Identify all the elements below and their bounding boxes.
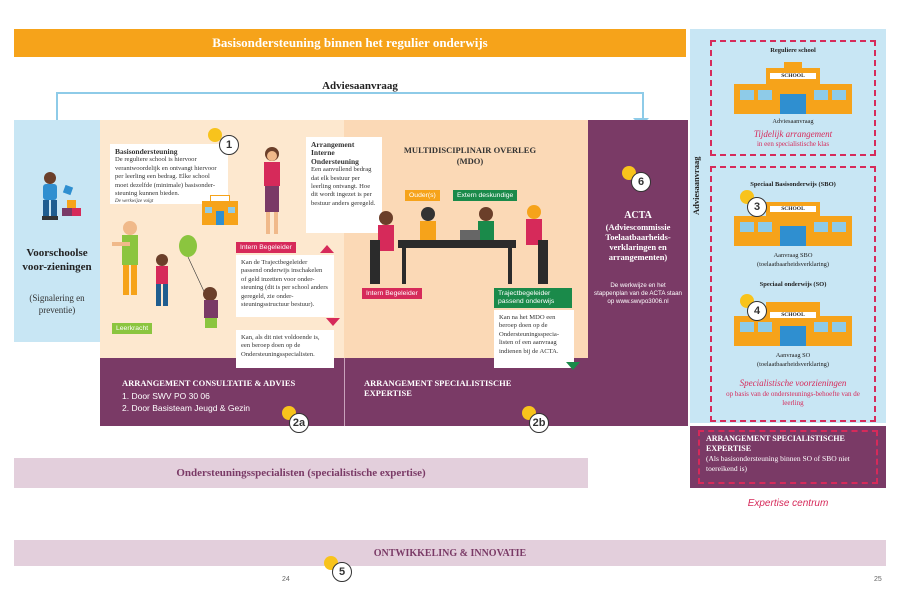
tag-extern: Extern deskundige <box>453 190 518 201</box>
voorschoolse-title: Voorschoolse voor-zieningen <box>22 247 92 273</box>
band-left-item-2: 2. Door Basisteam Jeugd & Gezin <box>122 403 251 413</box>
school-building-icon <box>202 195 238 225</box>
school-sign-regular: SCHOOL <box>770 73 816 79</box>
school-sign-sbo: SCHOOL <box>770 206 816 212</box>
tijdelijk-arrangement: Tijdelijk arrangement <box>753 129 833 139</box>
tag-trajectbegeleider: Trajectbegeleider passend onderwijs <box>494 288 572 308</box>
expertise-title: ARRANGEMENT SPECIALISTISCHE EXPERTISE <box>706 434 845 453</box>
expertise-box <box>690 426 886 488</box>
teacher-children-illustration <box>112 221 218 328</box>
tag-intern-begeleider-2: Intern Begeleider <box>362 288 422 299</box>
page-number-right: 25 <box>874 576 882 583</box>
specialist-school-box <box>710 166 876 422</box>
arrangement-interne-box: Arrangement Interne Ondersteuning Een aa… <box>306 137 382 233</box>
acta-title: ACTA (Adviescommissie Toelaatbaarheids-v… <box>588 210 688 262</box>
specialistische-voorzieningen-sub: op basis van de ondersteunings-behoefte … <box>726 390 860 407</box>
number-4-badge: 4 <box>747 301 767 321</box>
voorschoolse-subtitle: (Signalering en preventie) <box>29 293 85 315</box>
mdo-box: Kan na het MDO een beroep doen op de Ond… <box>494 310 574 368</box>
number-6-badge: 6 <box>631 172 651 192</box>
acta-subtitle: (Adviescommissie Toelaatbaarheids-verkla… <box>605 222 671 262</box>
so-sub-1: Aanvraag SO <box>775 352 811 359</box>
basisondersteuning-note: De werkwijze volgt <box>115 199 154 205</box>
sbo-title: Speciaal Basisonderwijs (SBO) <box>750 181 836 188</box>
voorschoolse-column <box>14 120 100 342</box>
mdo-meeting-illustration <box>370 205 548 284</box>
arrangement-interne-text: Een aanvullend bedrag dat elk bestuur pe… <box>311 166 376 207</box>
number-2a-badge: 2a <box>289 413 309 433</box>
expertise-dashed-box <box>698 430 878 484</box>
ontwikkeling-innovatie-bar: ONTWIKKELING & INNOVATIE <box>14 540 886 566</box>
band-divider <box>344 358 345 426</box>
acta-title-text: ACTA <box>624 210 652 221</box>
sbo-sub-2: (toelaatbaarheidsverklaring) <box>756 261 830 268</box>
number-2b-badge: 2b <box>529 413 549 433</box>
expertise-text: (Als basisondersteuning binnen SO of SBO… <box>706 454 850 473</box>
number-1-badge: 1 <box>219 135 239 155</box>
child-playing-illustration <box>42 172 81 220</box>
adviesaanvraag-label: Adviesaanvraag <box>322 80 398 92</box>
number-5-badge: 5 <box>332 562 352 582</box>
trajectbegeleider-box: Kan de Trajectbegeleider passend onderwi… <box>236 255 334 317</box>
arrangement-interne-title: Arrangement Interne Ondersteuning <box>311 140 359 166</box>
tijdelijk-arrangement-sub: in een specialistische klas <box>756 140 830 148</box>
specialistische-voorzieningen: Specialistische voorzieningen <box>739 378 847 388</box>
tag-ouder: Ouder(s) <box>405 190 440 201</box>
school-building-icon-regular <box>734 62 852 114</box>
acta-panel <box>588 120 688 426</box>
sbo-sub-1: Aanvraag SBO <box>773 252 813 259</box>
acta-text: De werkwijze en het stappenplan van de A… <box>594 282 682 305</box>
regular-school-title: Reguliere school <box>770 47 816 54</box>
number-3-badge: 3 <box>747 197 767 217</box>
so-sub-2: (toelaatbaarheidsverklaring) <box>756 361 830 368</box>
intern-begeleider-illustration <box>264 147 280 234</box>
regular-school-sub: Adviesaanvraag <box>772 118 814 125</box>
arrow-down-icon-3 <box>566 362 580 370</box>
band-left-item-1: 1. Door SWV PO 30 06 <box>122 391 210 401</box>
tag-leerkracht: Leerkracht <box>112 323 153 334</box>
school-sign-so: SCHOOL <box>770 312 816 318</box>
hand-icon <box>208 128 222 142</box>
kan-box: Kan, als dit niet voldoende is, een bero… <box>236 330 334 368</box>
tag-intern-begeleider-1: Intern Begeleider <box>236 242 296 253</box>
arrow-up-icon <box>320 245 334 253</box>
so-title: Speciaal onderwijs (SO) <box>759 281 827 288</box>
band-left-title: ARRANGEMENT CONSULTATIE & ADVIES <box>122 378 296 388</box>
school-building-icon-sbo <box>734 202 852 246</box>
page-number-left: 24 <box>282 576 290 583</box>
regular-school-box <box>710 40 876 156</box>
mdo-title: MULTIDISCIPLINAIR OVERLEG (MDO) <box>403 145 537 166</box>
arrow-down-icon-2 <box>326 318 340 326</box>
basisondersteuning-box: Basisondersteuning De reguliere school i… <box>110 144 228 204</box>
adviesaanvraag-bracket <box>56 92 644 122</box>
band-right-title: ARRANGEMENT SPECIALISTISCHE EXPERTISE <box>364 378 512 398</box>
basisondersteuning-title: Basisondersteuning <box>115 147 178 156</box>
expertise-centrum-label: Expertise centrum <box>747 498 829 509</box>
basisondersteuning-text: De reguliere school is hiervoor verantwo… <box>115 156 217 198</box>
adviesaanvraag-vertical: Adviesaanvraag <box>691 156 701 216</box>
top-banner: Basisondersteuning binnen het regulier o… <box>14 29 686 57</box>
ondersteuningsspecialisten-bar: Ondersteuningsspecialisten (specialistis… <box>14 458 588 488</box>
